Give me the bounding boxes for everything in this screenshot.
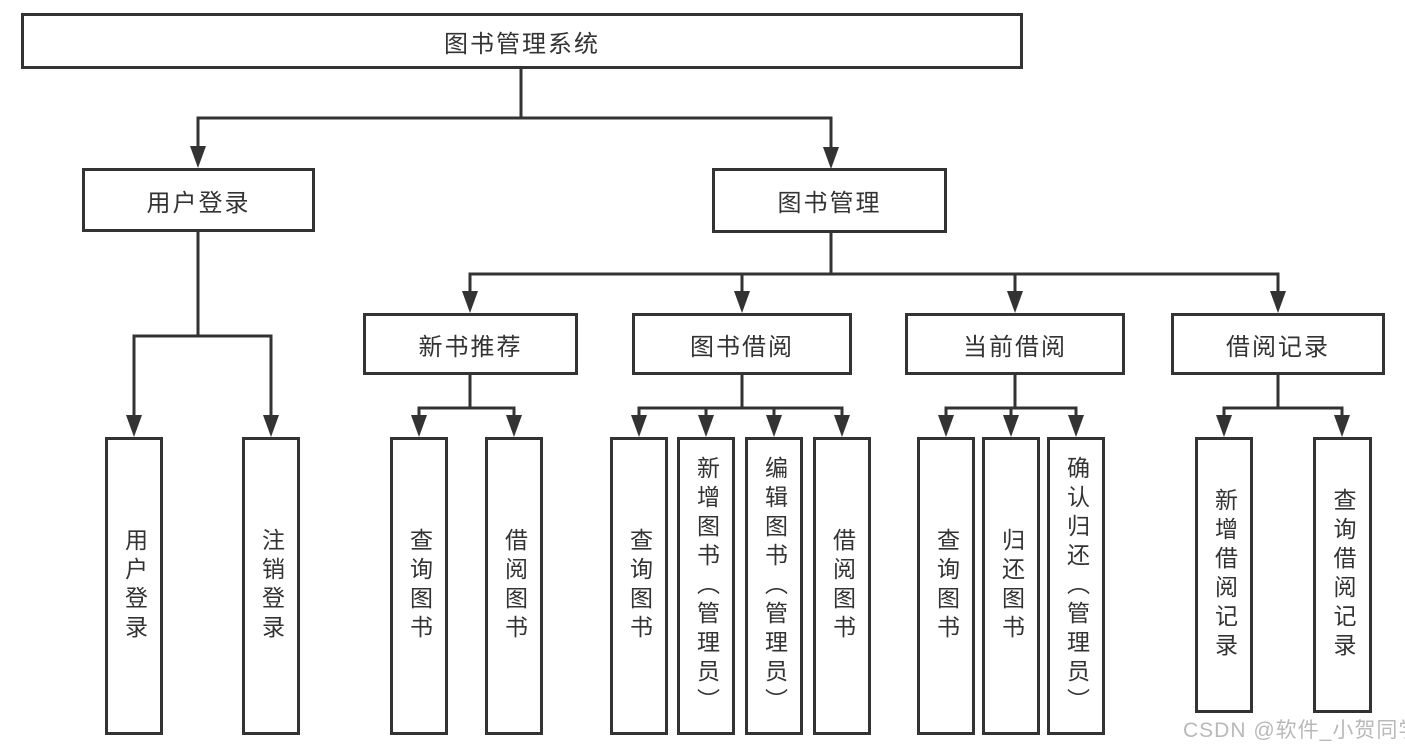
leaf-query-books-current: 查询图书: [917, 437, 975, 735]
leaf-logout: 注销登录: [242, 437, 300, 735]
leaf-return-books: 归还图书: [982, 437, 1040, 735]
csdn-watermark: CSDN @软件_小贺同学: [1183, 719, 1405, 742]
leaf-user-login: 用户登录: [105, 437, 163, 735]
leaf-edit-books-admin: 编辑图书（管理员）: [745, 437, 803, 735]
node-book-management: 图书管理: [712, 168, 947, 233]
node-book-borrowing: 图书借阅: [632, 313, 852, 375]
leaf-query-borrow-record: 查询借阅记录: [1313, 437, 1372, 713]
node-new-book-recommendation: 新书推荐: [363, 313, 578, 375]
node-current-borrowing: 当前借阅: [905, 313, 1125, 375]
node-library-management-system: 图书管理系统: [21, 13, 1023, 69]
leaf-add-books-admin: 新增图书（管理员）: [677, 437, 735, 735]
leaf-query-books-borrow: 查询图书: [610, 437, 668, 735]
leaf-borrow-books: 借阅图书: [813, 437, 871, 735]
leaf-add-borrow-record: 新增借阅记录: [1195, 437, 1253, 713]
leaf-borrow-books-recommend: 借阅图书: [485, 437, 543, 735]
node-user-login: 用户登录: [82, 168, 315, 232]
leaf-confirm-return-admin: 确认归还（管理员）: [1047, 437, 1105, 735]
node-borrowing-records: 借阅记录: [1171, 313, 1385, 375]
leaf-query-books-recommend: 查询图书: [390, 437, 448, 735]
